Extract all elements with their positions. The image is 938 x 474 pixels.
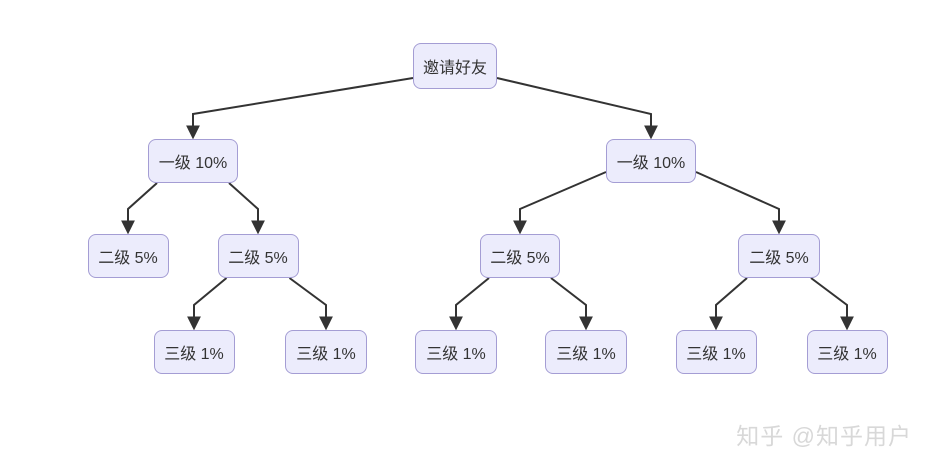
tree-edge-l1b-l2d [695, 171, 786, 235]
zhihu-watermark: 知乎 @知乎用户 [736, 423, 912, 449]
tree-node-l3a: 三级 1% [153, 330, 235, 374]
tree-edge-l1b-l2c [513, 171, 607, 235]
tree-node-l3d: 三级 1% [545, 330, 627, 374]
tree-edge-root-l1a [186, 77, 414, 140]
tree-edge-root-l1b [496, 77, 658, 140]
tree-edge-l2d-l3f [810, 277, 854, 331]
tree-edge-l1a-l2a [121, 182, 158, 235]
tree-edge-l2c-l3d [550, 277, 593, 331]
tree-node-l3c: 三级 1% [415, 330, 497, 374]
tree-node-l3e: 三级 1% [675, 330, 757, 374]
tree-node-root: 邀请好友 [413, 43, 497, 89]
tree-node-l2a: 二级 5% [87, 234, 169, 278]
tree-edge-l1a-l2b [228, 182, 265, 235]
tree-edge-l2c-l3c [449, 277, 490, 331]
tree-node-l3b: 三级 1% [285, 330, 367, 374]
tree-node-l2d: 二级 5% [738, 234, 820, 278]
tree-edge-l2b-l3a [187, 277, 228, 331]
tree-node-l3f: 三级 1% [806, 330, 888, 374]
tree-node-l2b: 二级 5% [217, 234, 299, 278]
tree-edge-l2d-l3e [709, 277, 748, 331]
tree-node-l1a: 一级 10% [148, 139, 238, 183]
tree-node-l1b: 一级 10% [606, 139, 696, 183]
tree-edge-l2b-l3b [288, 277, 333, 331]
tree-node-l2c: 二级 5% [480, 234, 560, 278]
